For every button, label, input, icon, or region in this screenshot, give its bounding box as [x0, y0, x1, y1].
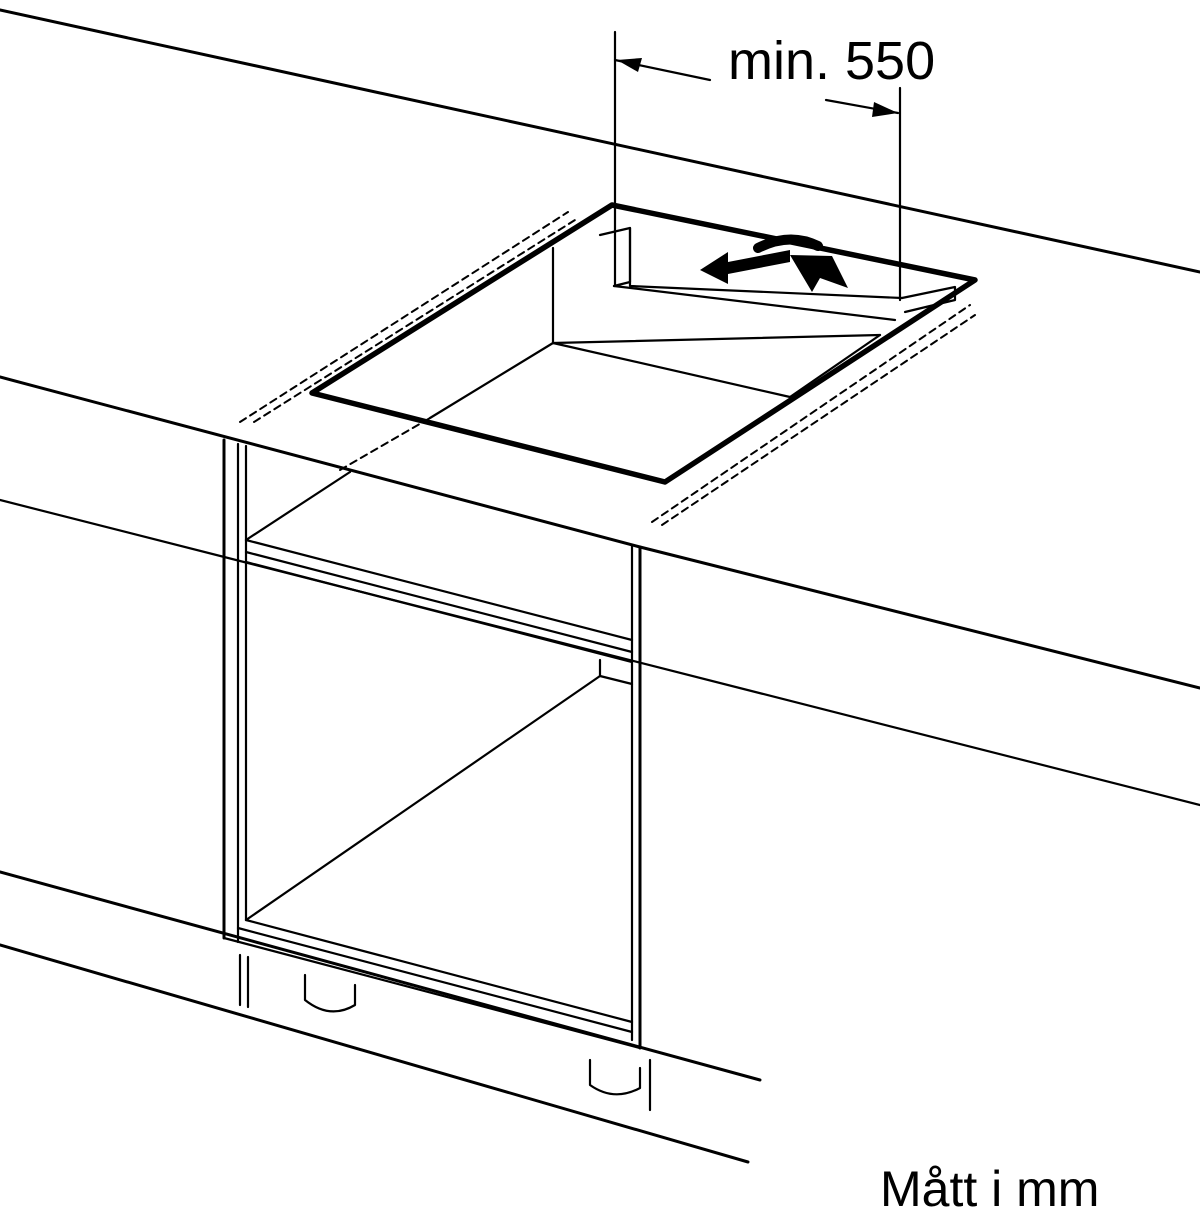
airflow-arrows-icon	[700, 234, 848, 292]
dimension-label: min. 550	[728, 31, 936, 91]
dashed-right	[651, 304, 971, 523]
dashed-left-lower	[339, 417, 431, 471]
dashed-left	[239, 211, 569, 423]
base-cabinet	[222, 438, 642, 1050]
cabinet-back-top	[598, 674, 634, 686]
arrow-curve-icon	[753, 234, 823, 253]
dashed-left-inner	[253, 219, 576, 423]
countertop	[0, 8, 1200, 807]
vent-slot-floor	[612, 284, 897, 322]
arrow-left-icon	[700, 250, 790, 284]
hob-dashed-outline	[239, 211, 976, 526]
cutout-bottom-ledge	[428, 341, 555, 420]
countertop-front-bottom-edge	[0, 498, 1200, 807]
plinth-line-upper	[0, 870, 762, 1082]
shelf-front-mid	[244, 550, 634, 654]
dimension-lines	[613, 30, 902, 302]
cutout-inner-floor	[551, 341, 792, 399]
shelf-front-bottom	[244, 560, 634, 664]
cabinet-feet	[238, 953, 652, 1112]
vent-slot-right	[900, 285, 957, 314]
shelf-front-top	[244, 538, 634, 642]
cabinet-back-edge	[244, 674, 602, 922]
plinth-line-lower	[0, 943, 750, 1164]
plinth-lines	[0, 870, 762, 1164]
vent-slot-top	[628, 226, 904, 300]
shelf-back-left	[244, 470, 352, 542]
units-note: Mått i mm	[880, 1161, 1100, 1217]
cabinet-bottom-3	[244, 918, 634, 1024]
cabinet-bottom-2	[236, 926, 634, 1034]
cutout-right-wall	[788, 333, 882, 399]
cabinet-bottom-1	[222, 936, 642, 1050]
countertop-front-edge	[0, 375, 1200, 690]
cutout-outline	[309, 202, 978, 485]
dashed-right-inner	[661, 314, 976, 526]
cutout-inner-back	[551, 333, 882, 345]
foot-right	[588, 1058, 642, 1096]
hob-cutout	[309, 202, 978, 485]
foot-center	[303, 973, 357, 1013]
countertop-back-edge	[0, 8, 1200, 274]
dimension-arrowhead-left-icon	[617, 58, 642, 72]
arrow-right-icon	[790, 255, 848, 292]
dimension-arrowhead-right-icon	[872, 102, 898, 117]
